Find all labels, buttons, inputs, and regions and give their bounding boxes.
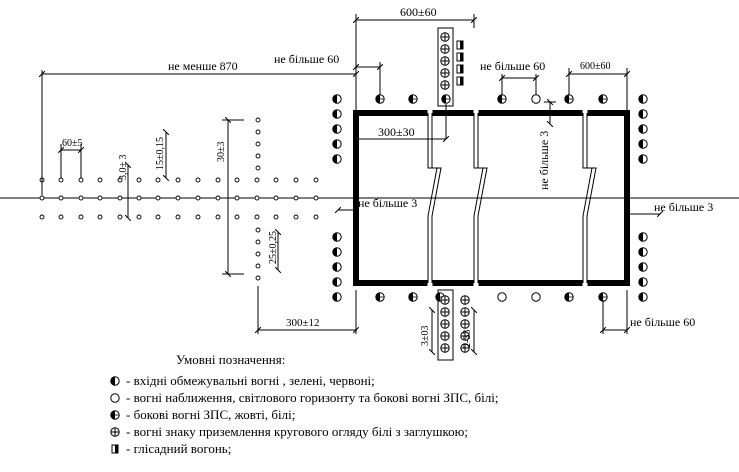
approach-light-icon xyxy=(255,251,261,257)
approach-light-icon xyxy=(175,214,181,220)
legend-item: - бокові вогні ЗПС, жовті, білі; xyxy=(108,407,295,423)
approach-light-icon xyxy=(175,195,181,201)
approach-light-icon xyxy=(255,227,261,233)
legend-item: - вхідні обмежувальні вогні , зелені, че… xyxy=(108,373,375,389)
legend-item-text: - вогні наближення, світлового горизонту… xyxy=(126,390,499,405)
approach-light-icon xyxy=(254,195,260,201)
approach-light-icon xyxy=(234,177,240,183)
approach-light-icon xyxy=(254,177,260,183)
legend-item: - вогні знаку приземлення кругового огля… xyxy=(108,424,468,440)
dim-60-5: 60±5 xyxy=(62,138,83,149)
approach-light-icon xyxy=(234,195,240,201)
approach-light-icon xyxy=(39,195,45,201)
edge-lights-top xyxy=(375,94,608,104)
dim-top-width: 600±60 xyxy=(400,5,437,19)
edge-lights-bottom xyxy=(375,292,608,302)
approach-light-icon xyxy=(254,214,260,220)
approach-light-icon xyxy=(255,117,261,123)
cross-circle-icon xyxy=(110,427,120,437)
approach-light-icon xyxy=(195,195,201,201)
dim-max60-bottom: не більше 60 xyxy=(630,315,695,329)
dim-25-025: 25±0,25 xyxy=(268,231,279,264)
approach-light-icon xyxy=(255,165,261,171)
dim-min-870: не менше 870 xyxy=(168,59,238,73)
legend-item: - глісадний вогонь; xyxy=(108,441,231,457)
approach-light-icon xyxy=(255,275,261,281)
approach-light-icon xyxy=(39,214,45,220)
approach-light-icon xyxy=(313,195,319,201)
approach-light-icon xyxy=(195,214,201,220)
legend-item: - вогні наближення, світлового горизонту… xyxy=(108,390,498,406)
approach-light-icon xyxy=(293,177,299,183)
dim-2-33: 2-33 xyxy=(462,330,473,348)
dim-max60-top-left: не більше 60 xyxy=(274,52,339,66)
half-filled-circle-icon xyxy=(110,376,120,386)
dim-3-03: 3±03 xyxy=(420,326,431,347)
approach-light-icon xyxy=(175,177,181,183)
approach-light-icon xyxy=(136,177,142,183)
dim-top-right-600: 600±60 xyxy=(580,61,611,72)
approach-light-icon xyxy=(97,214,103,220)
approach-light-icon xyxy=(78,214,84,220)
approach-light-icon xyxy=(78,177,84,183)
dim-max3-vert: не більше 3 xyxy=(537,131,551,190)
approach-light-icon xyxy=(58,214,64,220)
approach-light-icon xyxy=(136,214,142,220)
dim-15-015: 15±0,15 xyxy=(155,137,166,170)
glide-light-icon xyxy=(111,444,119,454)
dim-max3-left: не більше 3 xyxy=(358,196,417,210)
approach-light-icon xyxy=(215,214,221,220)
dim-300-12: 300±12 xyxy=(286,317,320,329)
approach-light-icon xyxy=(117,214,123,220)
approach-light-icon xyxy=(313,177,319,183)
approach-light-icon xyxy=(195,177,201,183)
approach-light-icon xyxy=(313,214,319,220)
legend-item-text: - вогні знаку приземлення кругового огля… xyxy=(126,424,468,439)
dimension-lines xyxy=(42,14,660,352)
approach-light-icon xyxy=(255,153,261,159)
approach-light-icon xyxy=(155,214,161,220)
approach-light-icon xyxy=(273,195,279,201)
approach-light-icon xyxy=(78,195,84,201)
dim-3-0-3: 3,0± 3 xyxy=(118,155,129,181)
dim-30-3: 30±3 xyxy=(216,142,227,163)
landing-sign-bottom xyxy=(437,289,470,361)
landing-sign-top xyxy=(437,27,464,107)
legend-title: Умовні позначення: xyxy=(176,352,286,367)
dim-max60-top-mid: не більше 60 xyxy=(480,59,545,73)
approach-light-icon xyxy=(234,214,240,220)
break-lines xyxy=(427,113,597,283)
approach-light-icon xyxy=(273,177,279,183)
dim-max3-right: не більше 3 xyxy=(654,200,713,214)
approach-light-icon xyxy=(155,177,161,183)
approach-light-icon xyxy=(117,195,123,201)
approach-light-icon xyxy=(273,214,279,220)
approach-light-icon xyxy=(255,129,261,135)
approach-light-icon xyxy=(215,195,221,201)
approach-light-icon xyxy=(97,177,103,183)
approach-light-icon xyxy=(136,195,142,201)
legend-item-text: - глісадний вогонь; xyxy=(126,441,232,456)
legend-item-text: - бокові вогні ЗПС, жовті, білі; xyxy=(126,407,296,422)
approach-light-icon xyxy=(293,195,299,201)
approach-light-icon xyxy=(97,195,103,201)
legend-item-text: - вхідні обмежувальні вогні , зелені, че… xyxy=(126,373,375,388)
approach-light-icon xyxy=(58,177,64,183)
open-circle-icon xyxy=(110,393,120,403)
half-hatched-circle-icon xyxy=(110,410,120,420)
dim-300-30: 300±30 xyxy=(378,125,415,139)
approach-light-icon xyxy=(155,195,161,201)
approach-light-icon xyxy=(255,239,261,245)
approach-light-icon xyxy=(58,195,64,201)
approach-light-icon xyxy=(255,141,261,147)
approach-light-icon xyxy=(293,214,299,220)
approach-light-icon xyxy=(215,177,221,183)
approach-light-icon xyxy=(255,263,261,269)
